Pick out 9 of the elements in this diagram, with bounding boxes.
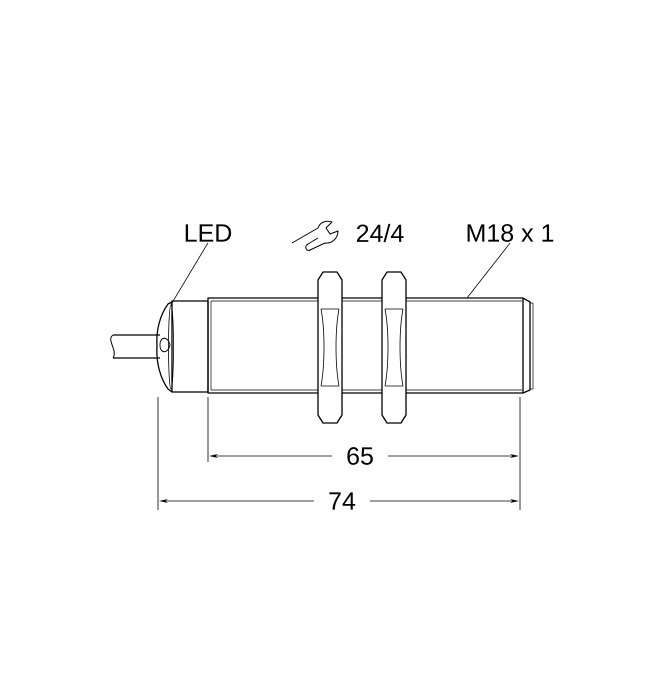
size-label: 24/4	[356, 224, 404, 242]
threaded-body	[207, 297, 524, 394]
callout-text: M18 x 1	[468, 224, 554, 242]
callout-text: LED	[186, 224, 232, 242]
dimension-label: 65	[347, 447, 373, 465]
leader-line	[467, 242, 510, 298]
led-lens	[168, 304, 174, 390]
dimension-label: 74	[329, 492, 356, 510]
leader-line	[170, 242, 208, 305]
